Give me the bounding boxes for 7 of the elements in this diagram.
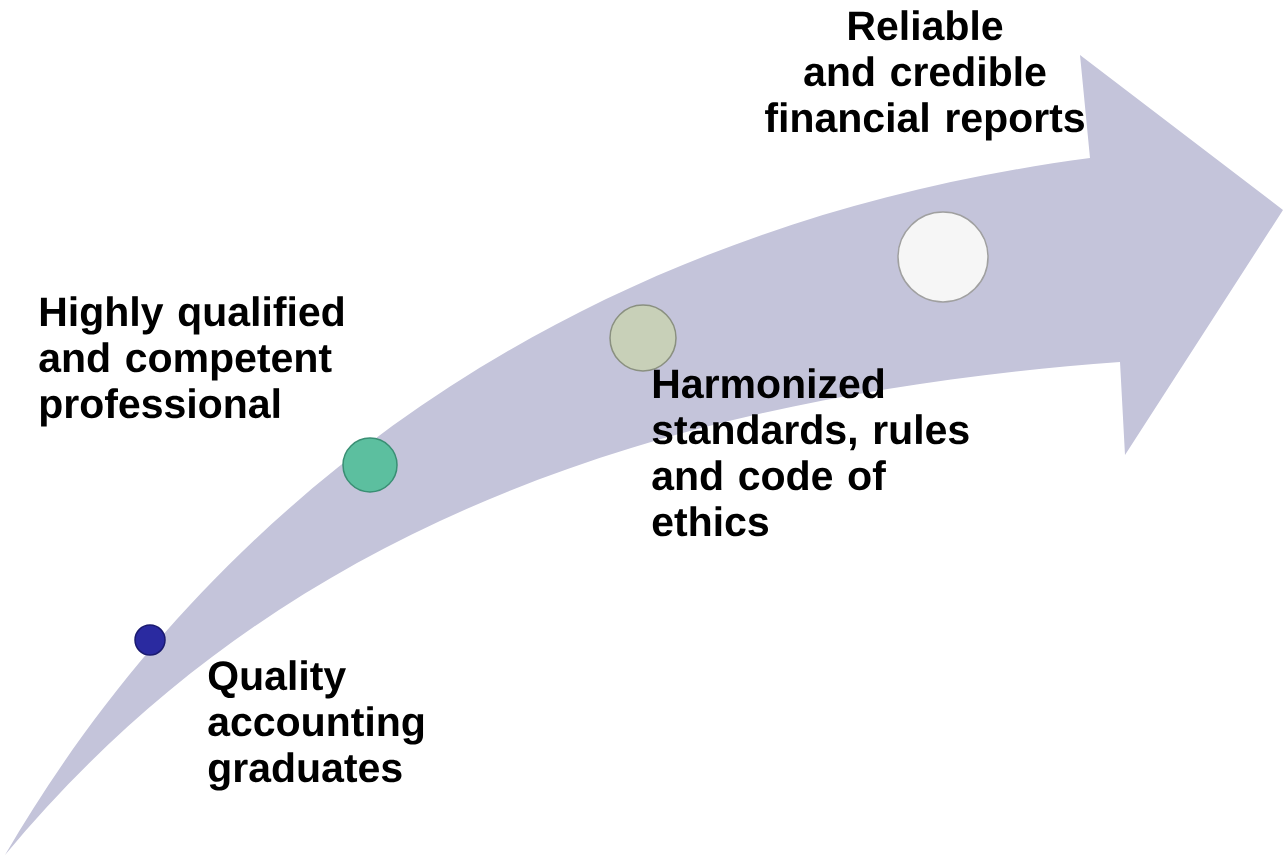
step-circle xyxy=(897,211,989,303)
step-circle xyxy=(134,624,166,656)
step-label: Quality accounting graduates xyxy=(208,660,424,791)
step-label: Reliable and credible financial reports xyxy=(765,10,1084,141)
step-circle xyxy=(342,437,398,493)
step-label: Highly qualified and competent professional xyxy=(39,296,344,427)
step-label: Harmonized standards, rules and code of ethics xyxy=(652,368,969,537)
